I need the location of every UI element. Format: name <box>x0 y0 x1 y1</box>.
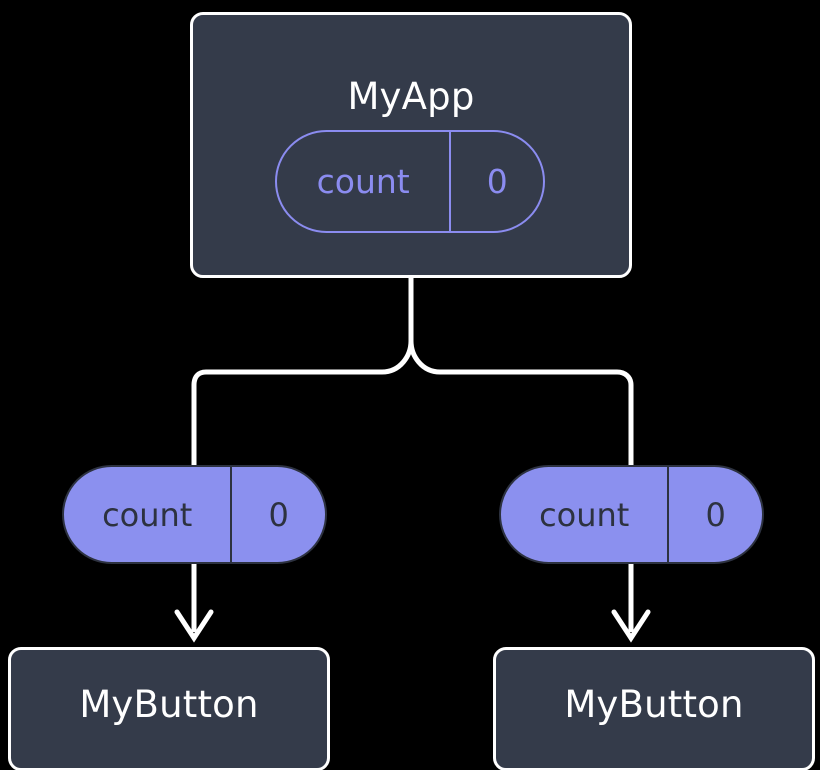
state-pill-root[interactable]: count 0 <box>275 130 545 233</box>
widget-node-myapp-label: MyApp <box>347 75 475 118</box>
state-pill-root-value: 0 <box>486 162 508 201</box>
state-pill-left-value: 0 <box>268 495 289 534</box>
edge-root-fork-right <box>408 275 634 473</box>
state-pill-right-key: count <box>501 467 670 562</box>
arrowhead-left <box>174 609 214 643</box>
widget-node-mybutton-left[interactable]: MyButton <box>8 647 330 770</box>
state-pill-left-key: count <box>64 467 233 562</box>
widget-node-mybutton-right[interactable]: MyButton <box>493 647 815 770</box>
state-pill-root-key: count <box>277 132 452 231</box>
widget-node-mybutton-right-label: MyButton <box>564 683 744 726</box>
widget-node-myapp[interactable]: MyApp <box>190 12 632 278</box>
edge-root-fork-left <box>191 275 414 473</box>
widget-node-mybutton-left-label: MyButton <box>79 683 259 726</box>
state-pill-right-value: 0 <box>705 495 726 534</box>
arrowhead-right <box>611 609 651 643</box>
state-pill-left[interactable]: count 0 <box>62 465 327 564</box>
state-pill-right[interactable]: count 0 <box>499 465 764 564</box>
